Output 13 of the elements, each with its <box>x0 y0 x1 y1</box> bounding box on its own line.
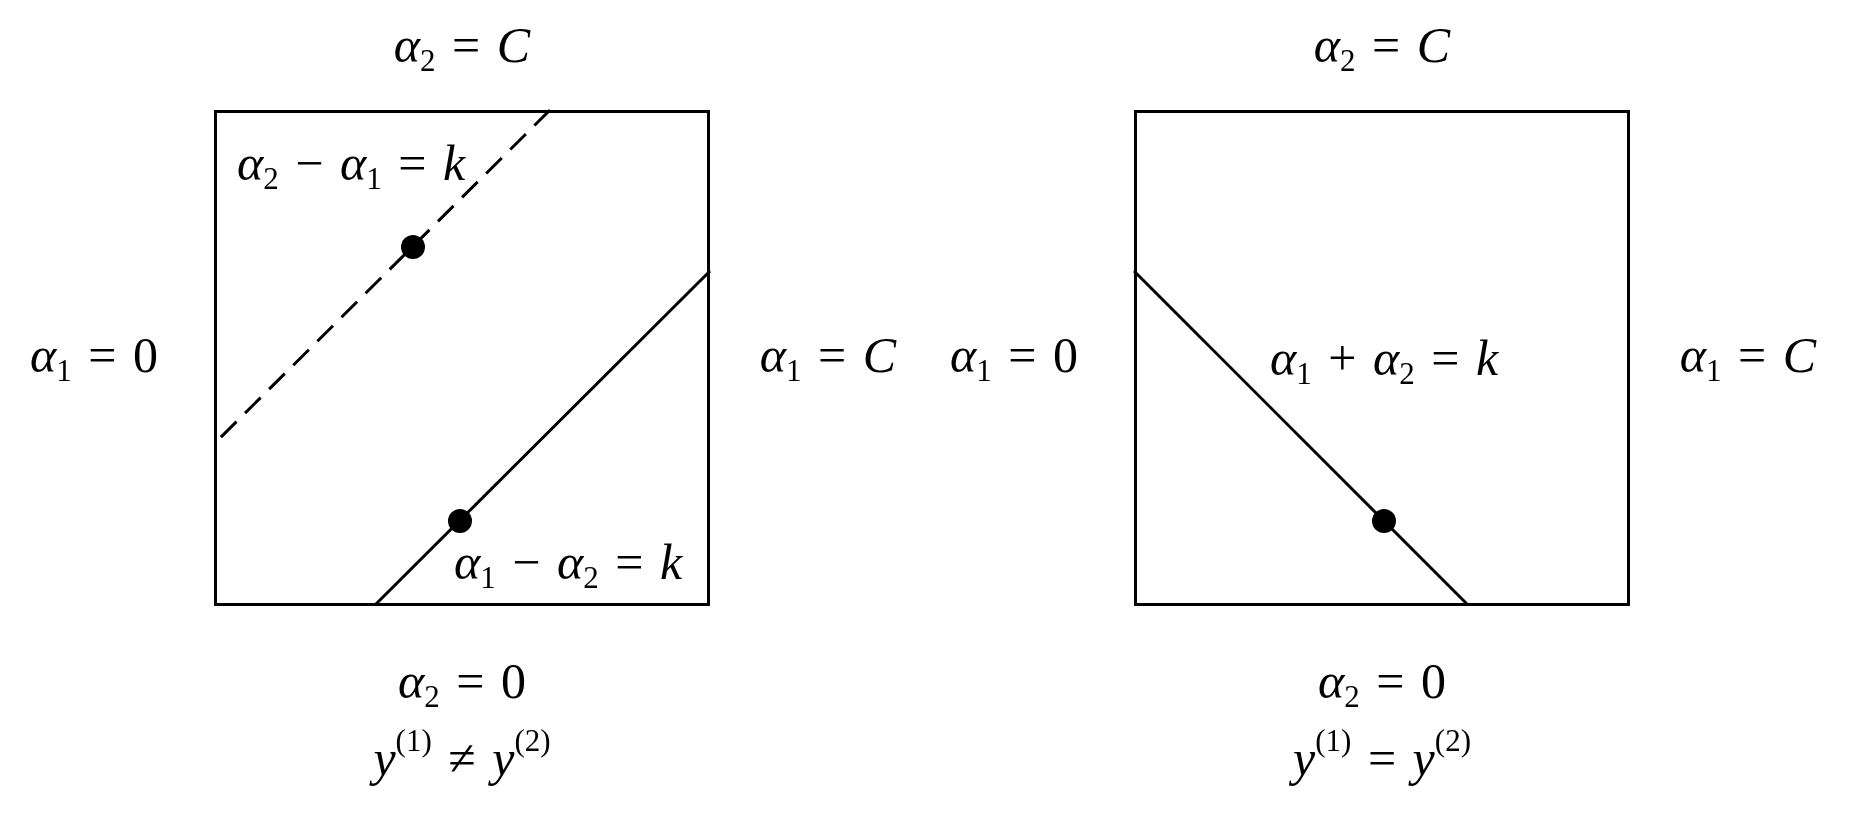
bound-label: α$_{2}$ = 0 <box>1318 651 1446 714</box>
bound-label: α$_{2}$ = C <box>1313 15 1451 78</box>
bound-label: α$_{2}$ = 0 <box>398 651 526 714</box>
bound-label: α$_{1}$ = C <box>1679 325 1817 388</box>
bound-label: α$_{1}$ = 0 <box>30 325 158 388</box>
line-equation-label: α$_{1}$ − α$_{2}$ = k <box>454 532 683 595</box>
constraint-box <box>1134 110 1630 606</box>
line-equation-label: α$_{1}$ + α$_{2}$ = k <box>1270 328 1499 391</box>
line-equation-label: α$_{2}$ − α$_{1}$ = k <box>237 133 466 196</box>
bound-label: α$_{1}$ = C <box>759 325 897 388</box>
bound-label: α$_{1}$ = 0 <box>950 325 1078 388</box>
constraint-box <box>214 110 710 606</box>
bound-label: α$_{2}$ = C <box>393 15 531 78</box>
